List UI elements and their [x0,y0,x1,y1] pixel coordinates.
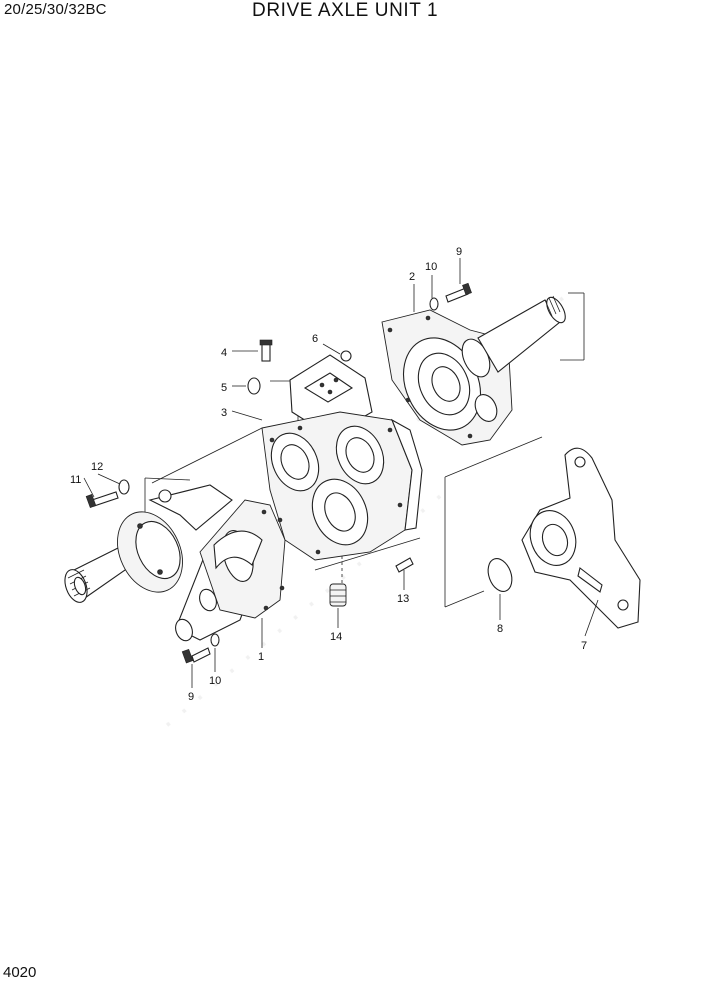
callout-13: 13 [397,593,409,605]
right-axle-housing [381,295,566,446]
callout-1: 1 [258,651,264,663]
callout-6: 6 [312,333,318,345]
callout-7: 7 [581,640,587,652]
callout-5: 5 [221,382,227,394]
callout-9-upper: 9 [456,246,462,258]
callout-11: 11 [70,474,81,486]
page-number: 4020 [3,964,37,981]
left-axle-housing [64,484,286,642]
hardware [85,282,472,664]
callout-2: 2 [409,271,415,283]
mounting-bracket [521,447,641,629]
page-title: DRIVE AXLE UNIT 1 [252,0,439,21]
callout-8: 8 [497,623,503,635]
center-case [261,354,423,561]
o-ring [487,558,513,592]
leader-lines [83,258,599,688]
callout-14: 14 [330,631,342,643]
callout-10-upper: 10 [425,261,437,273]
callout-12: 12 [91,461,103,473]
callout-3: 3 [221,407,227,419]
callout-9-lower: 9 [188,691,194,703]
callout-10-lower: 10 [209,675,221,687]
callout-4: 4 [221,347,227,359]
model-number: 20/25/30/32BC [4,1,107,18]
callout-labels: 1 2 3 4 5 6 7 8 9 9 10 10 11 12 13 14 [70,246,587,703]
